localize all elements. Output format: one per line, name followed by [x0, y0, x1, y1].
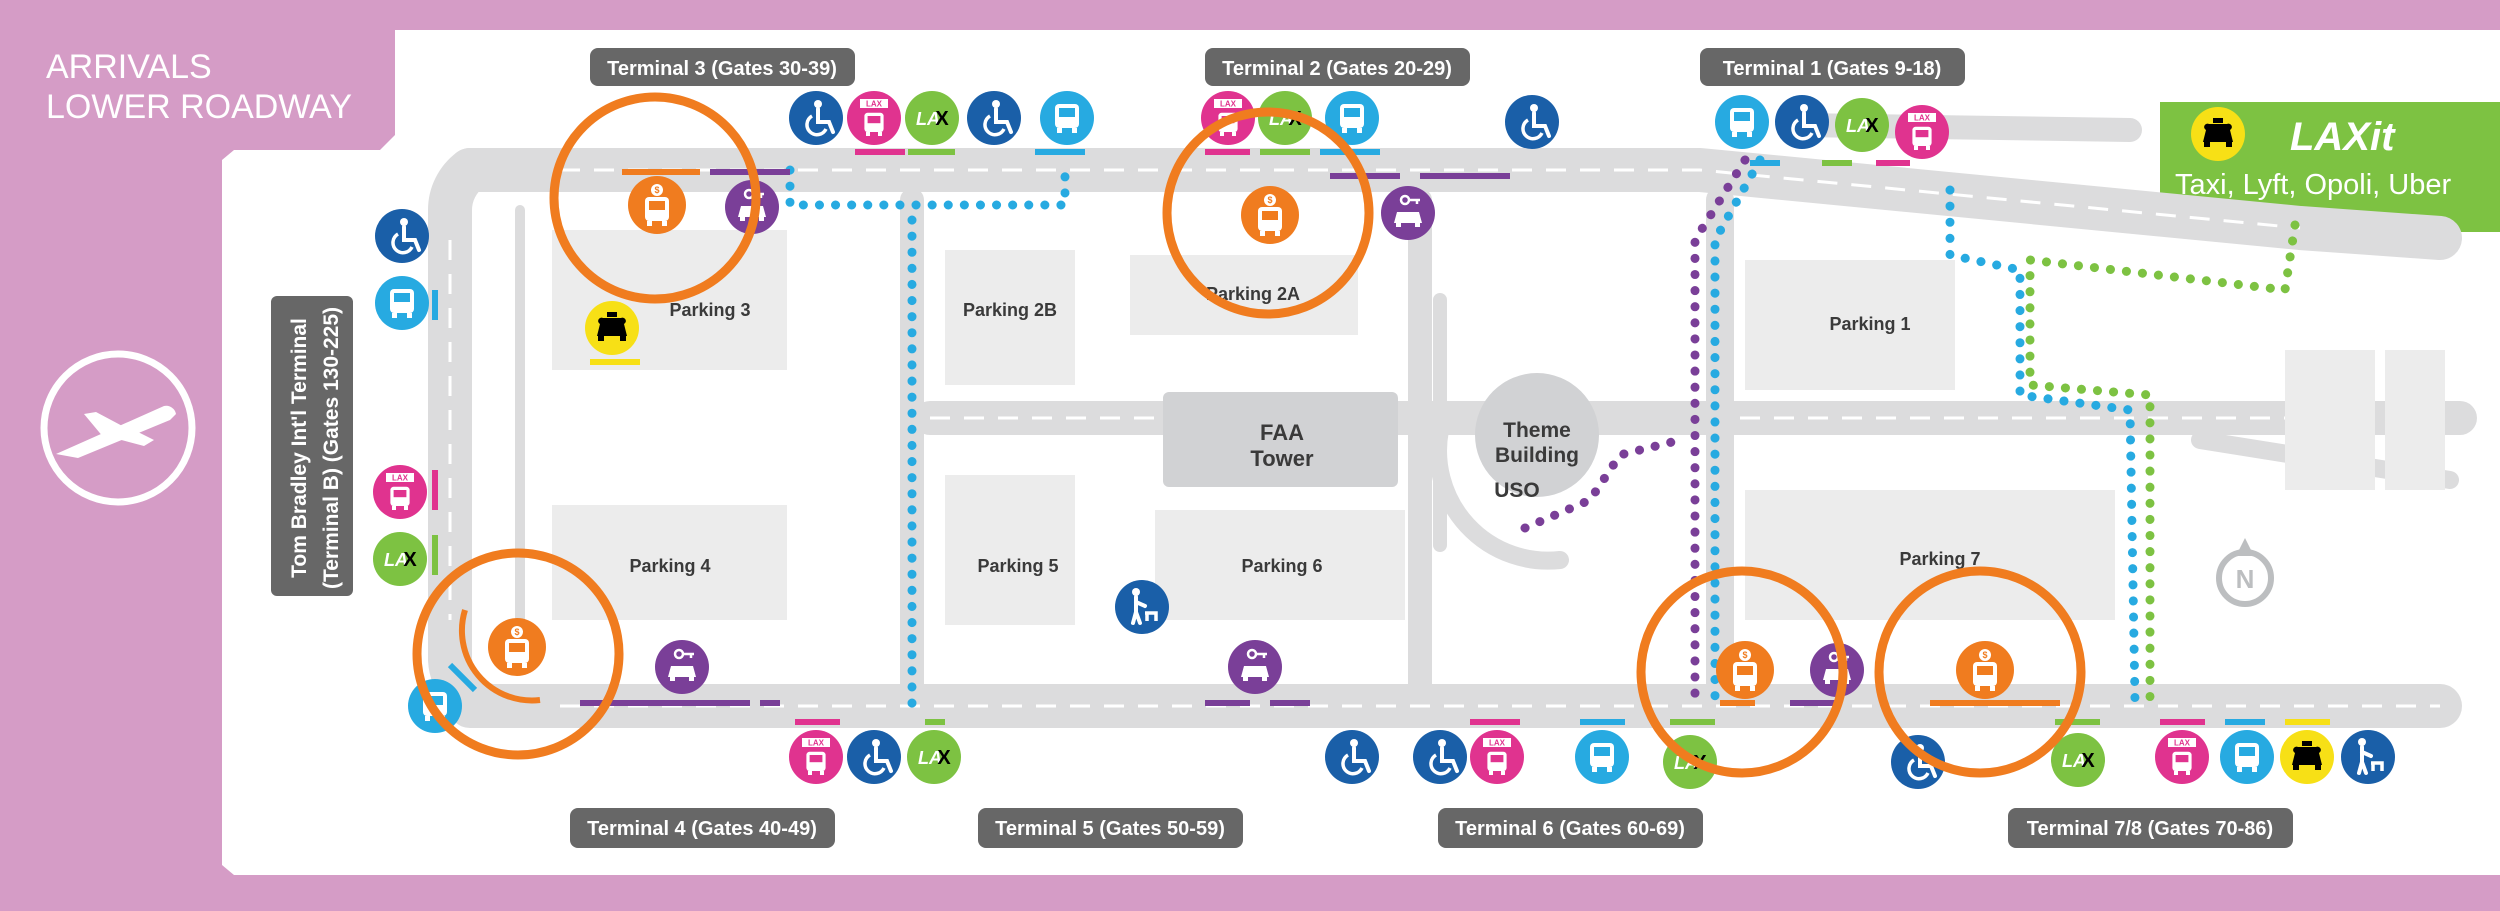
accessible-icon: [1503, 93, 1561, 151]
tbit-label: Tom Bradley Int'l Terminal (Terminal B) …: [271, 296, 353, 596]
curb-zones: [432, 149, 2330, 725]
highlight-circle-t3: [549, 92, 761, 304]
tbit-label-line2: (Terminal B) (Gates 130-225): [320, 307, 343, 589]
highlight-circle-t6: [1636, 566, 1848, 778]
accessible-icon: [845, 728, 903, 786]
terminal-labels: Terminal 3 (Gates 30-39) Terminal 2 (Gat…: [570, 48, 2293, 848]
shuttle-route-t1: [1710, 155, 1765, 705]
parking-5-label: Parking 5: [977, 556, 1058, 576]
laxit-icon: [1835, 98, 1889, 152]
paid-shuttle-icon: [628, 176, 686, 234]
theme-building: [1475, 373, 1599, 497]
flyaway-bus-icon: [1895, 105, 1949, 159]
parking-7-label: Parking 7: [1899, 549, 1980, 569]
highlight-circle-t2: [1162, 107, 1374, 319]
rental-car-icon: [1379, 184, 1437, 242]
theme-label-line2: Building: [1495, 444, 1579, 467]
highlight-circle-t4: [412, 548, 624, 760]
header-line1: ARRIVALS: [46, 48, 212, 86]
laxit-icon: [373, 532, 427, 586]
accessible-icon: [373, 207, 431, 265]
header: ARRIVALS LOWER ROADWAY: [46, 48, 352, 126]
flyaway-bus-icon: [789, 730, 843, 784]
highlight-circle-t78: [1874, 566, 2086, 778]
tbit-label-line1: Tom Bradley Int'l Terminal: [288, 318, 311, 578]
terminal-6-label: Terminal 6 (Gates 60-69): [1455, 818, 1685, 840]
laxit-route: [2025, 220, 2300, 705]
accessible-icon: [787, 89, 845, 147]
flyaway-bus-icon: [2155, 730, 2209, 784]
shuttle-icon: [375, 276, 429, 330]
paid-shuttle-icon: [1716, 641, 1774, 699]
laxit-services: Taxi, Lyft, Opoli, Uber: [2175, 169, 2451, 201]
shuttle-route-t3: [785, 165, 1070, 210]
parking-labels: Parking 3 Parking 2B Parking 2A Parking …: [629, 284, 1980, 576]
uso-label: USO: [1494, 479, 1540, 502]
laxit-logo: LAXit: [2290, 115, 2396, 159]
accessible-icon: [1323, 728, 1381, 786]
parking-4-label: Parking 4: [629, 556, 710, 576]
parking-2a-label: Parking 2A: [1206, 284, 1300, 304]
theme-label-line1: Theme: [1503, 419, 1571, 442]
shuttle-icon: [1715, 95, 1769, 149]
pet-relief-icon: [1113, 578, 1171, 636]
shuttle-icon: [1575, 730, 1629, 784]
accessible-icon: [1773, 93, 1831, 151]
terminal-4-label: Terminal 4 (Gates 40-49): [587, 818, 817, 840]
terminal-5-label: Terminal 5 (Gates 50-59): [995, 818, 1225, 840]
uso-route: [1520, 435, 1685, 533]
terminal-78-label: Terminal 7/8 (Gates 70-86): [2027, 818, 2273, 840]
terminal-2-label: Terminal 2 (Gates 20-29): [1222, 58, 1452, 80]
parking-1-label: Parking 1: [1829, 314, 1910, 334]
airplane-icon: [40, 350, 196, 506]
faa-label-line2: Tower: [1250, 446, 1314, 471]
walking-routes: [785, 155, 2300, 710]
rental-route-t1: [1690, 155, 1750, 705]
pet-relief-icon: [2339, 728, 2397, 786]
flyaway-bus-icon: [373, 465, 427, 519]
shuttle-icon: [1040, 91, 1094, 145]
shuttle-route-t78: [1945, 185, 2140, 705]
parking-6-label: Parking 6: [1241, 556, 1322, 576]
paid-shuttle-icon: [1956, 641, 2014, 699]
header-line2: LOWER ROADWAY: [46, 88, 352, 126]
flyaway-bus-icon: [1470, 730, 1524, 784]
accessible-icon: [1411, 728, 1469, 786]
laxit-zone: LAXit Taxi, Lyft, Opoli, Uber: [2160, 102, 2500, 232]
north-arrow-icon: N: [2216, 538, 2274, 607]
flyaway-bus-icon: [847, 91, 901, 145]
parking-2b-label: Parking 2B: [963, 300, 1057, 320]
north-label: N: [2236, 564, 2255, 594]
faa-tower-building: [1163, 392, 1398, 487]
taxi-icon: [2191, 107, 2245, 161]
taxi-icon: [2280, 730, 2334, 784]
rental-car-icon: [653, 638, 711, 696]
parking-3-label: Parking 3: [669, 300, 750, 320]
terminal-3-label: Terminal 3 (Gates 30-39): [607, 58, 837, 80]
pickup-highlights: [412, 92, 2086, 778]
rental-car-icon: [1226, 638, 1284, 696]
laxit-icon: [907, 730, 961, 784]
terminal-1-label: Terminal 1 (Gates 9-18): [1723, 58, 1942, 80]
taxi-icon: [585, 301, 639, 355]
paid-shuttle-icon: [1241, 186, 1299, 244]
accessible-icon: [965, 89, 1023, 147]
shuttle-icon: [2220, 730, 2274, 784]
paid-shuttle-icon: [488, 618, 546, 676]
laxit-icon: [905, 91, 959, 145]
faa-label-line1: FAA: [1260, 420, 1304, 445]
